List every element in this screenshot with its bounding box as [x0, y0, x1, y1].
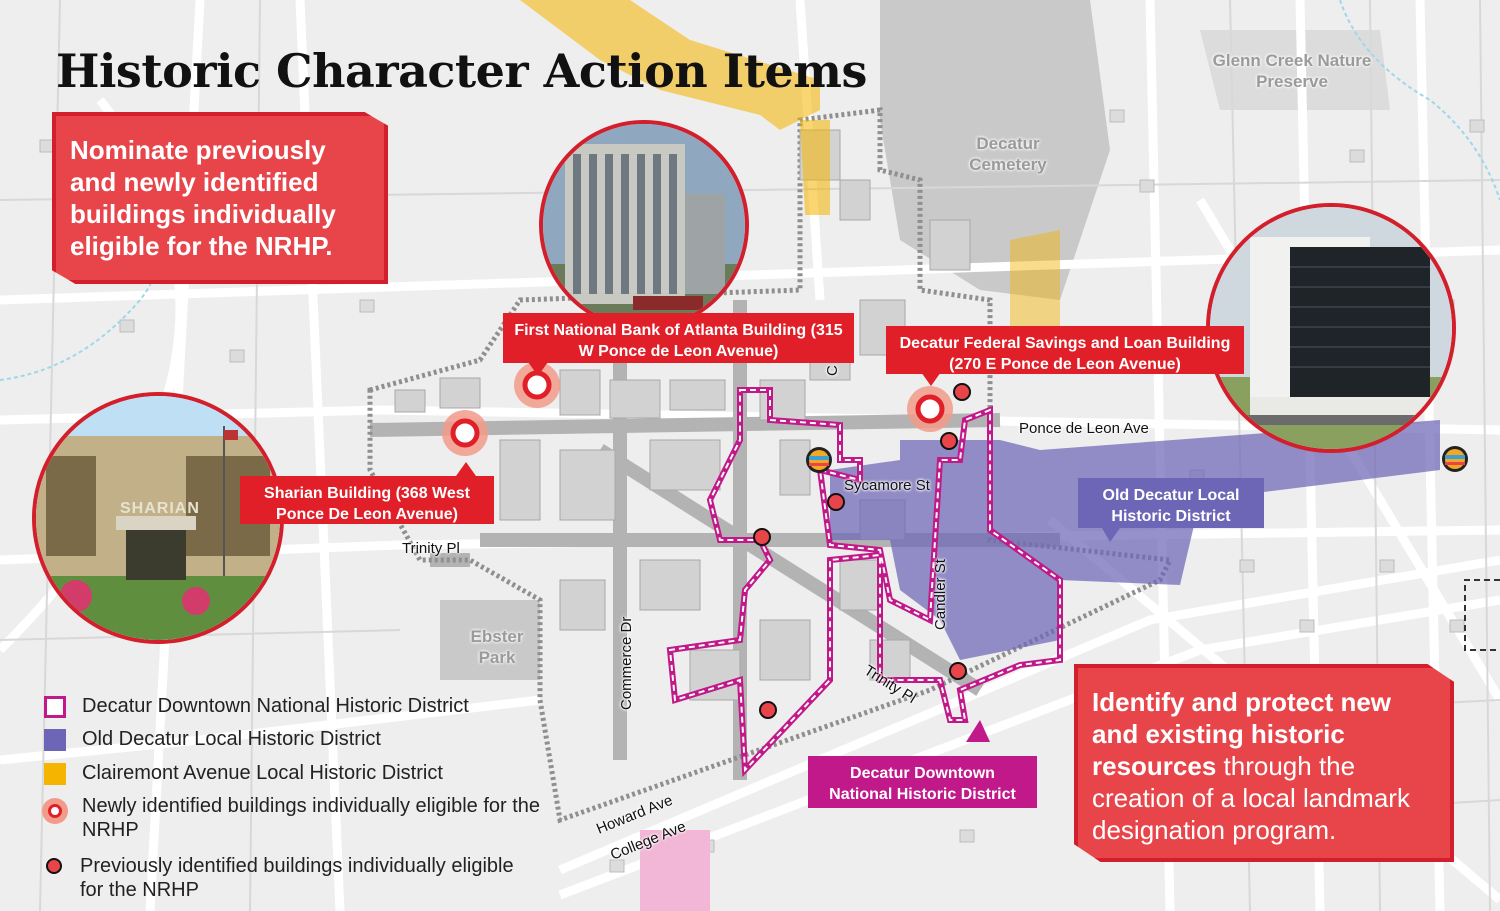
ebster-park-label: Ebster Park	[470, 627, 524, 667]
previously-identified-marker-icon	[46, 858, 62, 874]
stream	[1339, 0, 1500, 201]
downtown-national-district-label[interactable]: Decatur Downtown National Historic Distr…	[808, 756, 1037, 808]
page-title: Historic Character Action Items	[56, 44, 867, 98]
street-church-partial: C	[824, 365, 841, 376]
previously-identified-marker	[949, 662, 967, 680]
photo-sharian-building: SHARIAN	[32, 392, 284, 644]
legend-label: Previously identified buildings individu…	[80, 855, 514, 901]
legend-item-clairemont: Clairemont Avenue Local Historic Distric…	[44, 761, 443, 785]
newly-identified-marker	[522, 370, 552, 400]
decatur-cemetery-label: Decatur Cemetery	[969, 134, 1047, 174]
street-commerce-dr: Commerce Dr	[618, 616, 635, 710]
glenn-creek-label: Glenn Creek Nature Preserve	[1212, 51, 1372, 91]
clairemont-district-area	[520, 0, 820, 130]
identify-callout-rest: through the creation of a local landmark…	[1092, 751, 1410, 845]
building-photo-image	[1210, 207, 1452, 449]
photo-first-national-bank	[539, 120, 749, 330]
previously-identified-marker	[759, 701, 777, 719]
previously-identified-marker	[953, 383, 971, 401]
newly-identified-marker-icon	[42, 798, 68, 824]
previously-identified-marker	[827, 493, 845, 511]
legend-swatch-outline	[44, 696, 66, 718]
legend-swatch-purple	[44, 729, 66, 751]
legend-item-downtown-national: Decatur Downtown National Historic Distr…	[44, 694, 469, 718]
street-trinity-pl-west: Trinity Pl	[402, 540, 460, 557]
city-limit-line	[1464, 579, 1500, 651]
pink-district-area	[640, 830, 710, 911]
identify-callout: Identify and protect new and existing hi…	[1074, 664, 1454, 862]
transit-station-icon	[1442, 446, 1468, 472]
sharian-building-label[interactable]: Sharian Building (368 West Ponce De Leon…	[240, 476, 494, 524]
first-national-bank-label[interactable]: First National Bank of Atlanta Building …	[503, 313, 854, 363]
old-decatur-district-area	[830, 420, 1440, 660]
decatur-federal-label[interactable]: Decatur Federal Savings and Loan Buildin…	[886, 326, 1244, 374]
clairemont-district-area	[1010, 230, 1060, 350]
glenn-creek-area	[1200, 30, 1390, 110]
previously-identified-markers[interactable]	[753, 383, 971, 719]
legend-item-old-decatur: Old Decatur Local Historic District	[44, 727, 381, 751]
nominate-callout: Nominate previously and newly identified…	[52, 112, 388, 284]
transit-station-icon	[806, 447, 832, 473]
newly-identified-marker	[450, 418, 480, 448]
street-ponce-de-leon: Ponce de Leon Ave	[1019, 420, 1149, 437]
legend-label: Decatur Downtown National Historic Distr…	[82, 695, 469, 717]
clairemont-district-area	[800, 120, 830, 215]
legend-label: Newly identified buildings individually …	[82, 795, 541, 841]
ebster-park-area	[440, 600, 540, 680]
label-pointers	[456, 362, 1120, 742]
legend-item-previously-identified: Previously identified buildings individu…	[44, 854, 554, 902]
nominate-callout-text: Nominate previously and newly identified…	[70, 135, 336, 261]
street-sycamore: Sycamore St	[844, 477, 930, 494]
building-photo-image	[36, 396, 280, 640]
legend-swatch-yellow	[44, 763, 66, 785]
identify-callout-bold: Identify and protect new and existing hi…	[1092, 687, 1392, 781]
building-photo-image	[543, 124, 745, 326]
newly-identified-marker	[915, 394, 945, 424]
legend-label: Clairemont Avenue Local Historic Distric…	[82, 762, 443, 784]
legend-item-newly-identified: Newly identified buildings individually …	[42, 794, 554, 842]
old-decatur-district-label[interactable]: Old Decatur Local Historic District	[1078, 478, 1264, 528]
previously-identified-marker	[940, 432, 958, 450]
previously-identified-marker	[753, 528, 771, 546]
legend-label: Old Decatur Local Historic District	[82, 728, 381, 750]
sharian-sign-text: SHARIAN	[120, 500, 200, 517]
street-candler: Candler St	[932, 559, 949, 630]
